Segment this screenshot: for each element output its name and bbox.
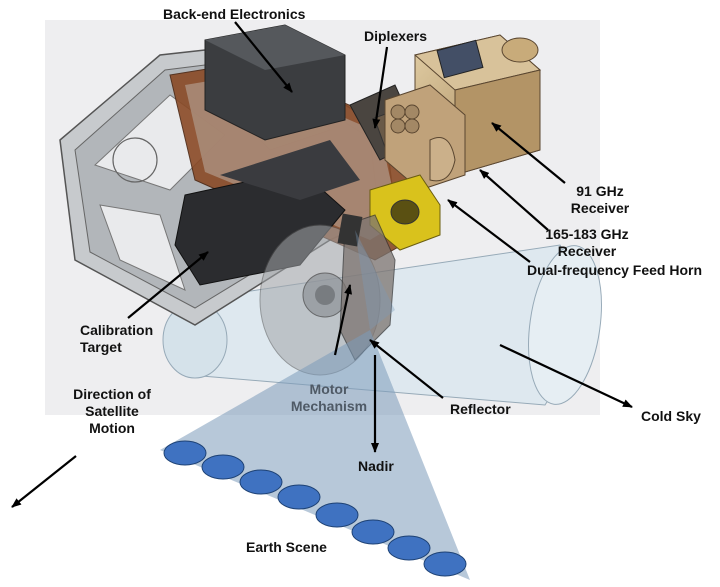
- arrow-calibration: [127, 251, 209, 319]
- footprint: [315, 502, 359, 528]
- footprint: [163, 440, 207, 466]
- arrow-91ghz: [491, 122, 566, 184]
- arrow-feed-horn: [447, 199, 531, 263]
- arrow-165ghz: [479, 169, 549, 231]
- arrow-motor: [333, 284, 353, 356]
- label-calibration-line2: Target: [80, 339, 122, 355]
- label-direction-line3: Motion: [89, 420, 135, 436]
- label-direction-line1: Direction of: [73, 386, 151, 402]
- footprint: [239, 469, 283, 495]
- label-91ghz-line2: Receiver: [570, 200, 630, 216]
- label-91ghz-receiver: 91 GHz Receiver: [560, 183, 640, 217]
- label-165-183ghz-receiver: 165-183 GHz Receiver: [537, 226, 637, 260]
- label-nadir: Nadir: [358, 458, 394, 474]
- nadir-beam: [160, 330, 470, 580]
- footprint: [277, 484, 321, 510]
- footprint: [423, 551, 467, 577]
- label-earth-scene: Earth Scene: [246, 539, 327, 555]
- arrow-cold-sky: [499, 344, 633, 408]
- label-motor-line1: Motor: [309, 381, 349, 397]
- label-calibration-line1: Calibration: [80, 322, 154, 338]
- label-reflector: Reflector: [450, 401, 511, 417]
- motor-reflector-assembly: [259, 213, 396, 376]
- label-direction-of-motion: Direction of Satellite Motion: [62, 386, 162, 437]
- footprint: [201, 454, 245, 480]
- label-165ghz-line2: Receiver: [557, 243, 617, 259]
- label-motor-line2: Mechanism: [290, 398, 368, 414]
- beam-upper: [355, 230, 395, 330]
- label-165ghz-line1: 165-183 GHz: [545, 226, 629, 242]
- label-diplexers: Diplexers: [364, 28, 428, 44]
- arrow-motion: [11, 455, 77, 508]
- label-motor-mechanism: Motor Mechanism: [279, 381, 379, 415]
- arrow-diplexers: [372, 46, 389, 129]
- arrow-reflector: [369, 339, 444, 399]
- feed-horn: [369, 174, 441, 251]
- arrow-back-end: [234, 21, 293, 93]
- back-end-electronics-box: [204, 24, 346, 141]
- label-calibration-target: Calibration Target: [80, 322, 153, 356]
- receiver-165-183ghz: [384, 84, 466, 191]
- earth-scene-footprints: [163, 440, 467, 577]
- label-cold-sky: Cold Sky: [641, 408, 701, 424]
- footprint: [351, 519, 395, 545]
- annotation-arrows: [11, 21, 633, 508]
- label-back-end-electronics: Back-end Electronics: [163, 6, 306, 22]
- label-feed-horn: Dual-frequency Feed Horn: [527, 262, 703, 278]
- label-91ghz-line1: 91 GHz: [576, 183, 624, 199]
- label-direction-line2: Satellite: [85, 403, 139, 419]
- footprint: [387, 535, 431, 561]
